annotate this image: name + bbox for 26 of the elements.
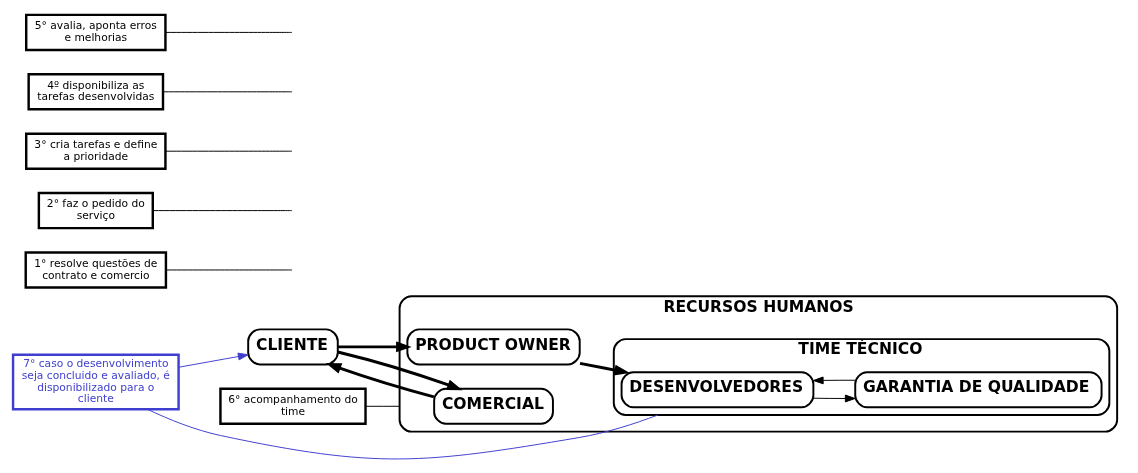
connector [165,150,293,152]
node-box: DESENVOLVEDORES [620,370,815,408]
node-box: COMERCIAL [433,387,554,425]
node-box: 4º disponibiliza as tarefas desenvolvidas [27,72,165,111]
arrow [579,361,630,375]
arrow [178,352,249,368]
node-box: 5° avalia, aponta erros e melhorias [25,13,167,51]
node-box: 6° acompanhamento do time [219,387,367,425]
node-box: PRODUCT OWNER [406,327,581,365]
arrow [812,394,856,402]
arrow [325,362,435,398]
arrow [337,350,463,390]
connector [165,269,293,270]
arrow [812,376,856,384]
connector [365,405,401,407]
connector [152,209,293,211]
connector [146,408,659,459]
connector [162,90,293,92]
arrow [337,340,412,352]
node-box: 7° caso o desenvolvimento seja concluido e avaliado, é disponibilizado para o cliente [11,352,180,410]
node-box: 3° cria tarefas e define a prioridade [25,131,167,170]
connector [165,31,293,33]
node-box: 2° faz o pedido do serviço [37,191,154,229]
node-box: 1° resolve questões de contrato e comercio [24,250,168,289]
node-box: CLIENTE [247,327,339,365]
node-box: GARANTIA DE QUALIDADE [854,370,1103,408]
